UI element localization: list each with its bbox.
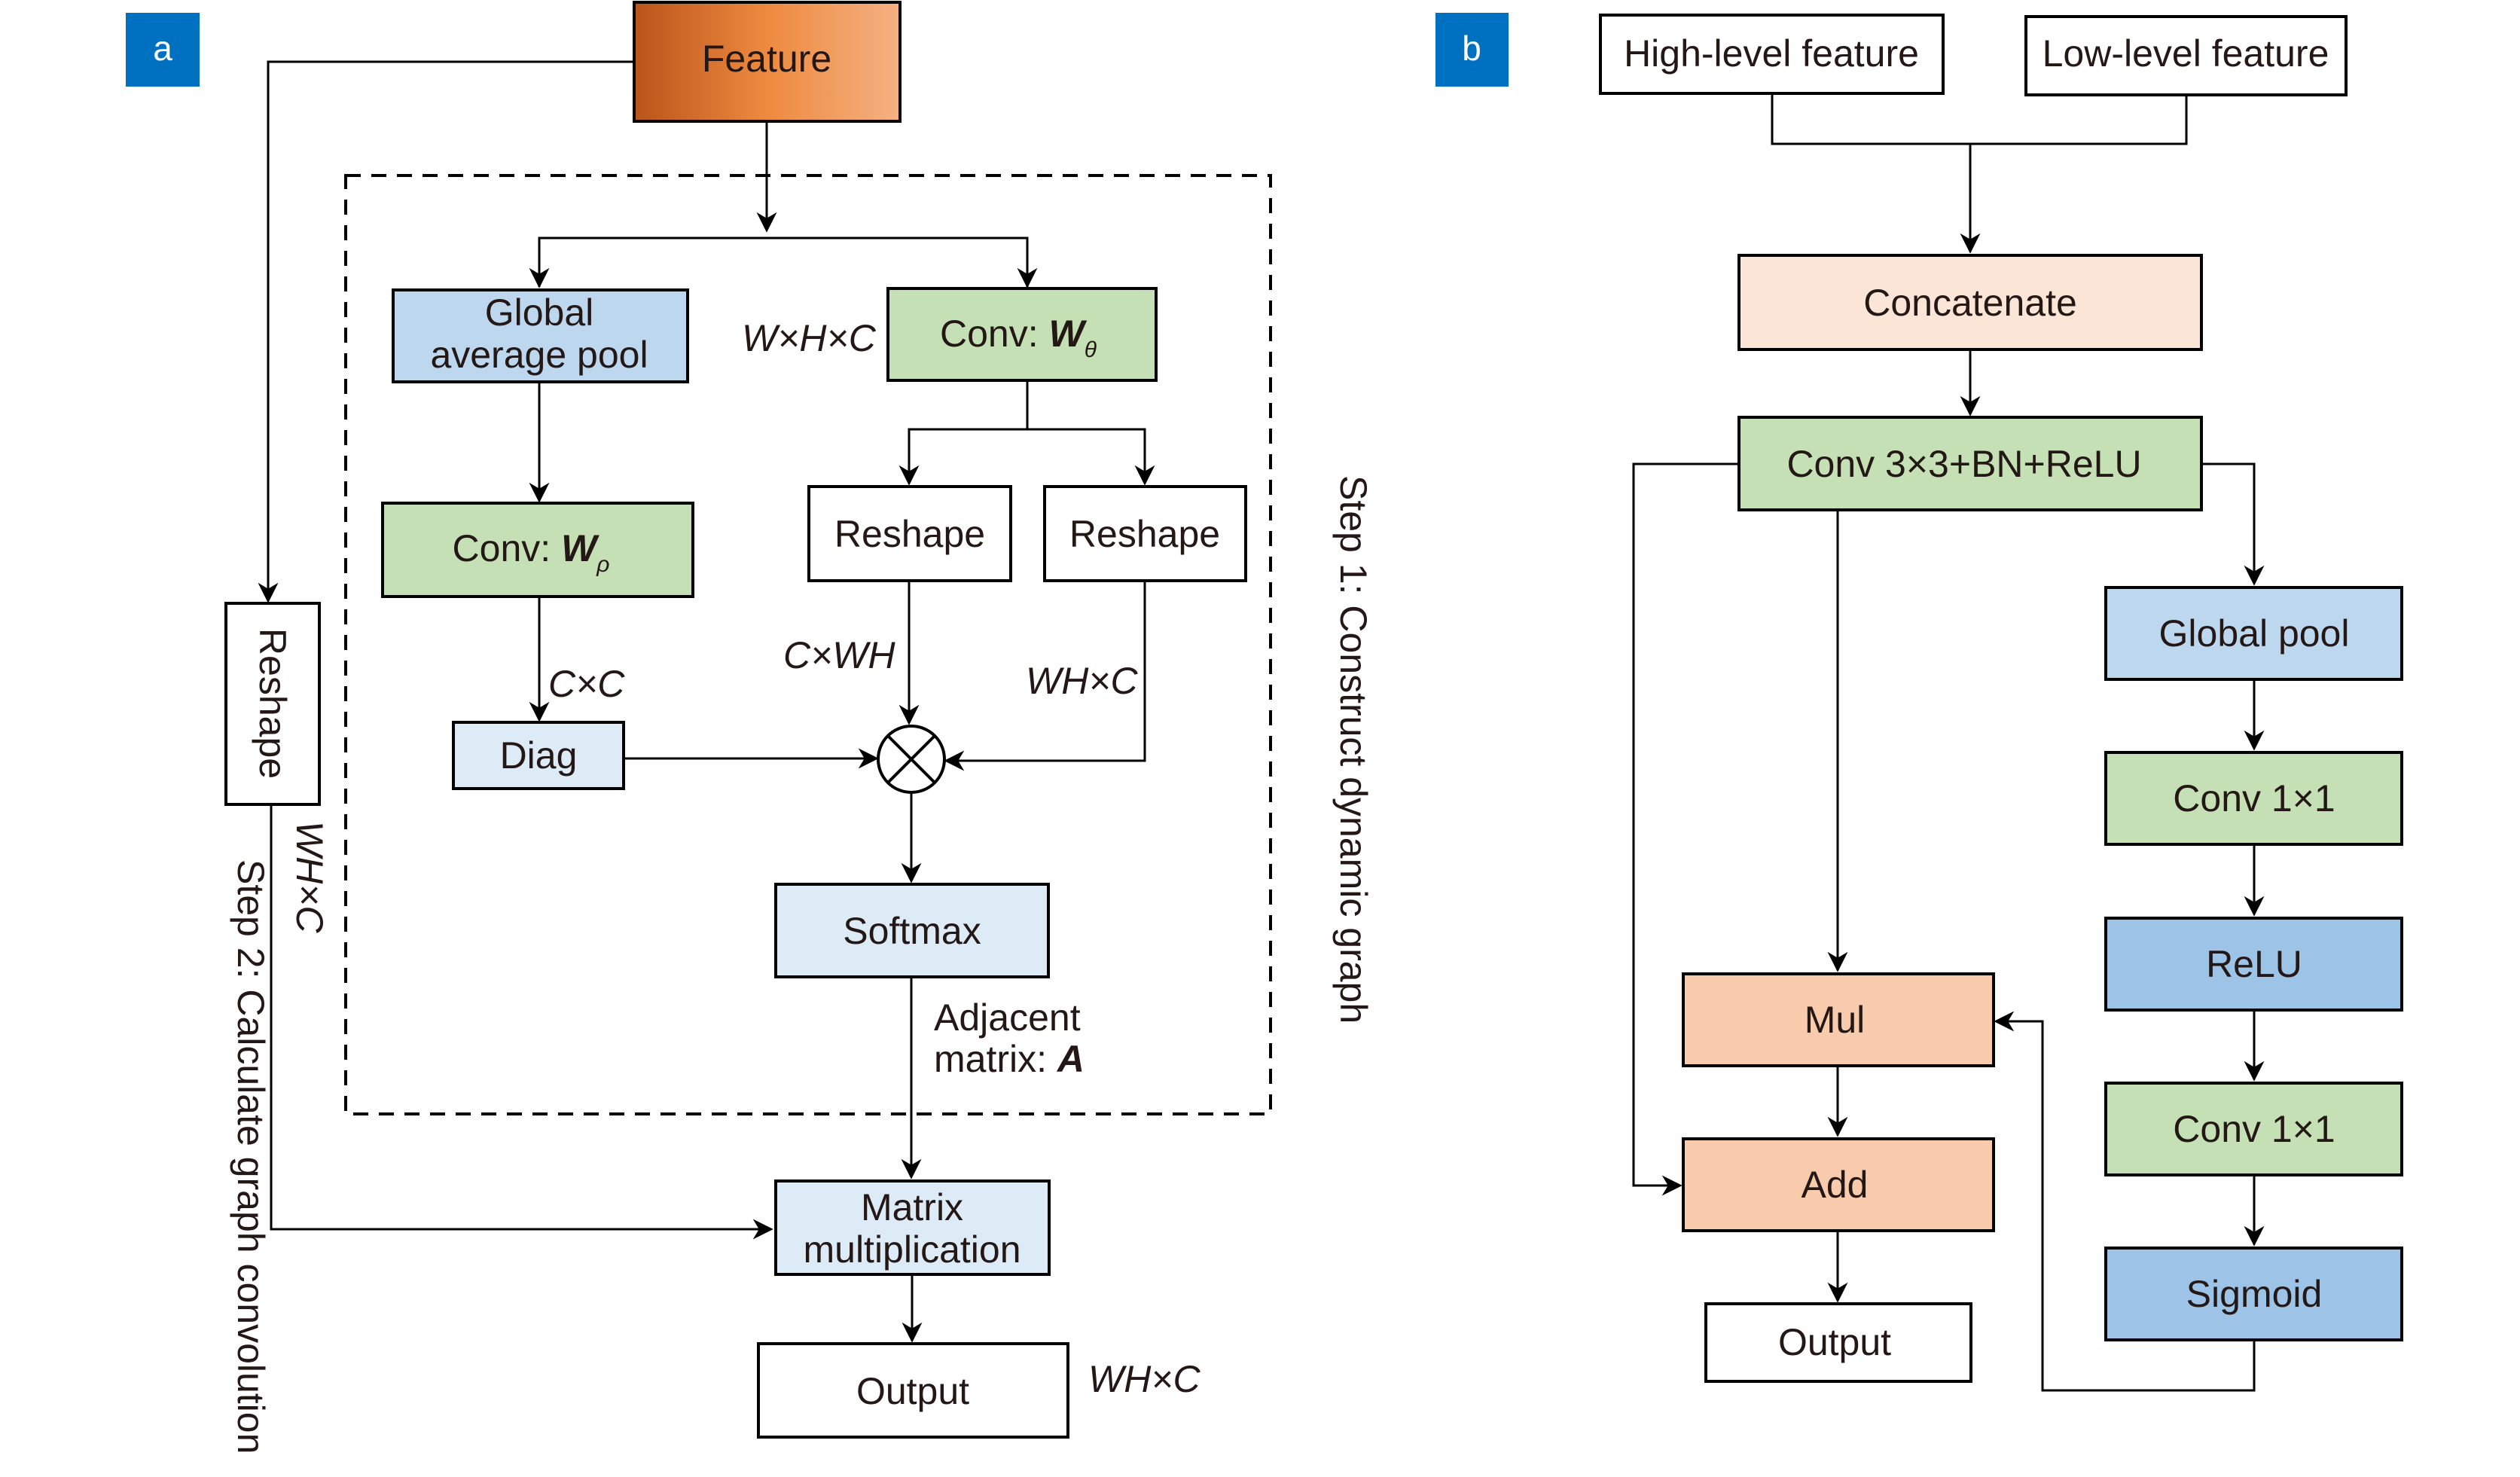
softmax-box: Softmax [774,883,1050,978]
conv1x1-a-box: Conv 1×1 [2104,751,2403,846]
panel-a: a Feature Global average pool Conv: Wρ C [126,1,1374,1454]
diag-box: Diag [452,721,625,790]
conv-rho-box: Conv: Wρ [381,502,694,598]
dim-cxwh-label: C×WH [783,634,896,676]
side-reshape-label: Reshape [252,628,294,779]
matmul-label-line1: Matrix [861,1186,963,1228]
conv1x1-a-label: Conv 1×1 [2173,777,2335,819]
step1-label: Step 1: Construct dynamic graph [1332,475,1374,1024]
reshape-2-box: Reshape [1043,485,1247,582]
feature-box: Feature [633,1,902,123]
conv-theta-label: Conv: Wθ [940,313,1097,362]
matmul-label-line2: multiplication [803,1228,1021,1271]
diag-label: Diag [500,734,578,777]
arrow-conv3-skip-to-add [1632,462,1739,1196]
side-reshape-box: Reshape [224,602,321,806]
low-level-label: Low-level feature [2043,32,2329,75]
concatenate-box: Concatenate [1737,254,2203,351]
panel-a-badge: a [126,13,200,87]
arrow-conv-theta-to-reshape1 [898,380,1029,486]
panel-b: b High-level feature Low-level feature C… [1435,13,2403,1392]
arrow-side-reshape-to-matmul [270,804,773,1240]
sigmoid-label: Sigmoid [2186,1273,2323,1315]
mul-label: Mul [1805,999,1866,1041]
add-box: Add [1682,1137,1995,1232]
conv-rho-label: Conv: Wρ [453,527,610,577]
add-label: Add [1802,1164,1869,1206]
arrow-conv-theta-to-reshape2 [1027,428,1155,486]
panel-b-badge: b [1435,13,1509,87]
multiply-operator [877,725,946,794]
adjacent-label-line2: matrix: A [934,1038,1085,1080]
conv3x3-label: Conv 3×3+BN+ReLU [1786,443,2141,485]
relu-box: ReLU [2104,917,2403,1012]
panel-b-badge-label: b [1462,29,1481,68]
sigmoid-box: Sigmoid [2104,1247,2403,1341]
concatenate-label: Concatenate [1863,282,2077,324]
reshape-2-label: Reshape [1069,513,1220,555]
arrow-feature-skip [258,60,634,603]
adjacent-label-line1: Adjacent [934,996,1081,1039]
split-line [538,237,1029,287]
output-b-label: Output [1778,1321,1891,1363]
feature-label: Feature [702,38,831,80]
softmax-label: Softmax [843,910,981,952]
mul-box: Mul [1682,972,1995,1067]
global-pool-box: Global pool [2104,586,2403,681]
dim-whc-label: W×H×C [742,317,877,359]
conv1x1-b-label: Conv 1×1 [2173,1108,2335,1150]
global-pool-label: Global pool [2159,612,2350,655]
dim-whxc-label: WH×C [1026,660,1139,702]
arrow-conv3-to-global-pool [2201,462,2265,586]
low-level-feature-box: Low-level feature [2024,15,2348,96]
arrow-sigmoid-to-mul [1994,1011,2256,1392]
output-dim-label: WH×C [1088,1358,1201,1400]
step1-region [344,174,1272,1115]
reshape-1-box: Reshape [807,485,1012,582]
output-box-a: Output [757,1342,1069,1439]
output-box-b: Output [1704,1302,1972,1383]
arrow-reshape2-to-multiply [944,581,1146,771]
output-a-label: Output [856,1370,969,1412]
reshape-1-label: Reshape [834,513,985,555]
high-level-feature-box: High-level feature [1599,14,1945,95]
feature-join-line [1771,93,2188,145]
side-reshape-dim-label: WH×C [288,821,331,934]
high-level-label: High-level feature [1624,32,1919,75]
conv-theta-box: Conv: Wθ [886,287,1158,382]
conv3x3-box: Conv 3×3+BN+ReLU [1737,416,2203,511]
conv1x1-b-box: Conv 1×1 [2104,1082,2403,1176]
panel-a-badge-label: a [153,29,172,68]
gap-label-line1: Global [485,291,594,334]
matrix-multiplication-box: Matrix multiplication [774,1179,1051,1276]
step2-label: Step 2: Calculate graph convolution [230,859,272,1454]
global-average-pool-box: Global average pool [392,288,689,383]
gap-label-line2: average pool [430,334,648,376]
relu-label: ReLU [2206,943,2302,985]
dim-cxc-label: C×C [548,663,625,705]
